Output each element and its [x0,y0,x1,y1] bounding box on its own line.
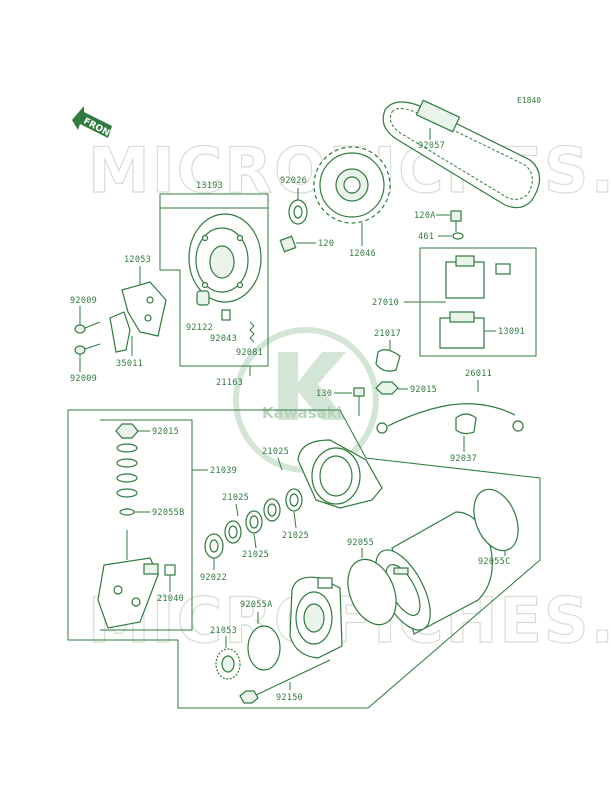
label-21025-d: 21025 [242,550,269,560]
nut-92015-right [375,381,399,395]
label-27010: 27010 [372,298,399,308]
diagram-code: E1840 [517,96,541,105]
nut-92015-left [115,423,139,439]
o-ring-92055C [473,488,519,552]
spring-92081 [249,321,255,343]
label-21025-c: 21025 [282,531,309,541]
label-92043: 92043 [210,334,237,344]
o-ring-92055A [247,625,281,671]
label-92055: 92055 [347,538,374,548]
sprocket-12046 [313,146,391,224]
end-cover-housing [297,439,383,509]
pinion-gear-21053 [215,648,241,680]
label-92055B: 92055B [152,508,185,518]
washer-stack [116,443,138,498]
starter-relay-27010 [445,255,511,299]
clutch-group-box [159,207,269,367]
label-92015-left: 92015 [152,427,179,437]
label-21039: 21039 [210,466,237,476]
label-92015-right: 92015 [410,385,437,395]
washer-461 [452,232,464,240]
motor-yoke [375,511,493,635]
boot-92037 [455,413,477,435]
relay-cover-13091 [439,311,485,349]
label-21163: 21163 [216,378,243,388]
label-92057: 92057 [418,141,445,151]
chain-92057 [382,99,541,209]
terminal-boot-21017 [375,349,401,372]
watermark-text-bottom: MICROFICHES.NET [88,584,611,657]
o-ring-92055B [119,508,135,516]
label-92026: 92026 [280,176,307,186]
label-21025-b: 21025 [222,493,249,503]
label-92022: 92022 [200,573,227,583]
label-21040: 21040 [157,594,184,604]
label-13091: 13091 [498,327,525,337]
bolt-92009-top [74,321,101,334]
o-ring-92055 [347,558,397,626]
label-21025-a: 21025 [262,447,289,457]
label-21017: 21017 [374,329,401,339]
label-130: 130 [316,389,332,399]
bolt-120A [450,210,462,222]
bolt-120 [279,235,297,253]
label-92055A: 92055A [240,600,273,610]
kawasaki-logo-watermark: Kawasaki [233,327,379,473]
starter-clutch-13193 [188,213,262,303]
label-92150: 92150 [276,693,303,703]
label-26011: 26011 [465,369,492,379]
label-92009-top: 92009 [70,296,97,306]
front-housing [289,576,343,659]
bolt-130 [353,387,365,416]
label-92122: 92122 [186,323,213,333]
brush-holder-group-box [100,419,193,631]
bolt-92009-bottom [74,343,101,355]
bracket-12053 [109,281,167,353]
pin-92043 [221,309,231,321]
label-120A: 120A [414,211,436,221]
watermark-logo-text: Kawasaki [262,404,342,422]
label-92009-bottom: 92009 [70,374,97,384]
label-120: 120 [318,239,334,249]
label-461: 461 [418,232,434,242]
roller-92122 [196,290,210,306]
cable-26011 [376,403,524,434]
through-bolt-92150 [239,659,331,704]
label-13193: 13193 [196,181,223,191]
label-92055C: 92055C [478,557,511,567]
label-92037: 92037 [450,454,477,464]
label-35011: 35011 [116,359,143,369]
brush-plate-21040 [97,530,176,629]
label-12046: 12046 [349,249,376,259]
label-92081: 92081 [236,348,263,358]
starter-motor-group-box [67,409,541,709]
label-21053: 21053 [210,626,237,636]
label-12053: 12053 [124,255,151,265]
